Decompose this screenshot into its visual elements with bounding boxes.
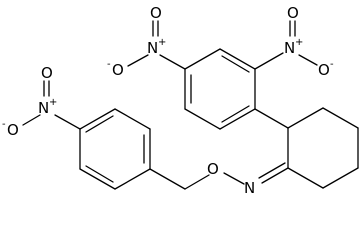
nitro-oxygen-label: O xyxy=(7,121,19,139)
bond xyxy=(223,172,245,185)
bond xyxy=(184,48,221,70)
nitro-nitrogen-label: N xyxy=(284,39,295,57)
aromatic-bond xyxy=(221,55,250,73)
bond xyxy=(287,167,324,189)
bond xyxy=(254,108,289,129)
bond xyxy=(287,107,324,129)
bond xyxy=(79,108,116,130)
bond xyxy=(322,107,359,129)
nitro-oxygen-label: O xyxy=(287,4,299,22)
bond xyxy=(54,114,81,130)
bond xyxy=(127,54,149,67)
bond xyxy=(184,174,210,190)
aromatic-bond xyxy=(85,115,114,133)
bond xyxy=(322,167,359,189)
bond xyxy=(149,168,186,190)
bond xyxy=(114,108,151,130)
bond xyxy=(114,168,151,190)
nitro-oxygen-label: O xyxy=(318,61,330,79)
bond xyxy=(258,162,286,179)
oxime-oxygen-label: O xyxy=(207,160,219,178)
nitro-charge-minus: - xyxy=(330,59,334,70)
bond xyxy=(298,54,318,66)
nitro-charge-plus: + xyxy=(295,37,303,48)
bond xyxy=(159,54,186,70)
bond xyxy=(261,167,289,184)
bond xyxy=(254,52,284,70)
nitro-nitrogen-label: N xyxy=(38,99,49,117)
bond xyxy=(22,114,41,126)
nitro-nitrogen-label: N xyxy=(147,39,158,57)
aromatic-bond xyxy=(221,105,250,123)
bonds xyxy=(22,20,359,190)
nitro-charge-minus: - xyxy=(2,119,6,130)
nitro-oxygen-label: O xyxy=(150,4,162,22)
bond xyxy=(79,168,116,190)
chemical-structure: O N + O - O N + O - N O O N + O - xyxy=(2,4,359,197)
bond xyxy=(184,108,221,130)
nitro-oxygen-label: O xyxy=(41,64,53,82)
nitro-charge-plus: + xyxy=(158,37,166,48)
aromatic-bond xyxy=(85,165,114,183)
bond xyxy=(219,108,256,130)
nitro-charge-plus: + xyxy=(49,97,57,108)
oxime-nitrogen-label: N xyxy=(244,179,255,197)
nitro-charge-minus: - xyxy=(107,59,111,70)
bond xyxy=(219,48,256,70)
nitro-oxygen-label: O xyxy=(112,61,124,79)
atom-labels: O N + O - O N + O - N O O N + O - xyxy=(2,4,334,197)
